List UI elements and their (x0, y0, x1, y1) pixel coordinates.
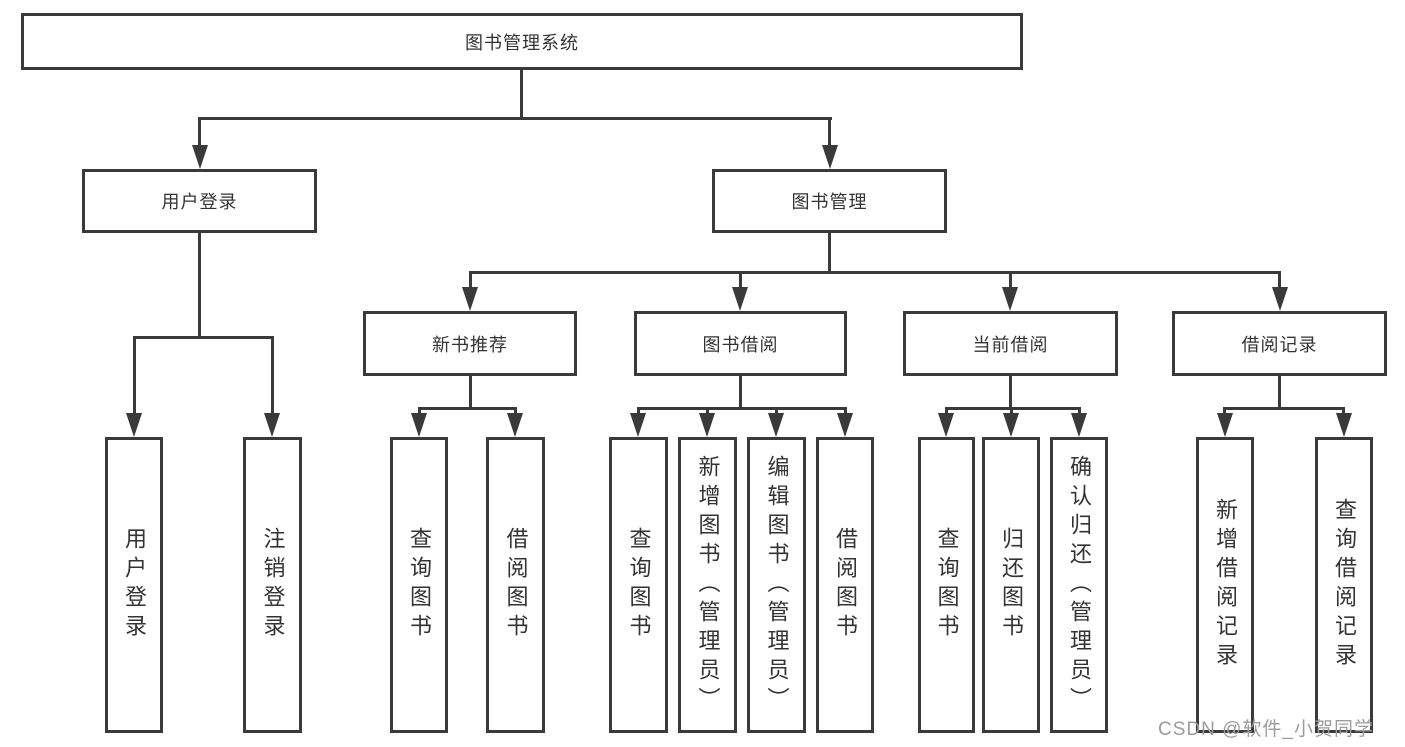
node-root: 图书管理系统 (21, 13, 1023, 70)
arrow-down-icon (768, 413, 784, 437)
connector-userlogin-stub (198, 233, 201, 338)
arrow-down-icon (411, 413, 427, 437)
arrow-down-icon (264, 413, 280, 437)
connector-current-leaf1 (945, 407, 948, 418)
connector-userlogin-hline (133, 336, 274, 339)
connector-bookmgmt-hline (469, 271, 1281, 274)
connector-newbook-leaf1 (418, 407, 421, 418)
leaf-edit-books-admin-label: 编辑图书（管理员） (764, 454, 790, 716)
connector-borrow-hline (637, 407, 846, 410)
connector-root-stub (520, 70, 523, 119)
arrow-down-icon (507, 413, 523, 437)
connector-newbook-leaf2 (514, 407, 517, 418)
arrow-down-icon (1217, 413, 1233, 437)
node-new-book-recommendation-label: 新书推荐 (432, 334, 508, 355)
leaf-logout-login-label: 注销登录 (260, 527, 286, 643)
leaf-borrow-books-recommend: 借阅图书 (486, 437, 545, 733)
connector-newbook-hline (418, 407, 517, 410)
arrow-down-icon (938, 413, 954, 437)
node-new-book-recommendation: 新书推荐 (363, 311, 577, 376)
connector-records-hline (1223, 407, 1345, 410)
arrow-down-icon (822, 145, 838, 169)
watermark: CSDN @软件_小贺同学 (1158, 719, 1374, 740)
node-borrowing-records: 借阅记录 (1172, 311, 1387, 376)
arrow-down-icon (699, 413, 715, 437)
connector-borrow-leaf2 (706, 407, 709, 418)
connector-userlogin-leaf2 (271, 336, 274, 418)
arrow-down-icon (126, 413, 142, 437)
leaf-query-books-borrow: 查询图书 (609, 437, 668, 733)
connector-newbook-stub (469, 376, 472, 409)
connector-root-hline (198, 117, 832, 120)
arrow-down-icon (630, 413, 646, 437)
arrow-down-icon (1003, 413, 1019, 437)
leaf-return-books: 归还图书 (982, 437, 1040, 733)
node-root-label: 图书管理系统 (465, 32, 579, 53)
leaf-borrow-books-borrow-label: 借阅图书 (833, 527, 858, 643)
arrow-down-icon (192, 145, 208, 169)
node-current-borrowing: 当前借阅 (903, 311, 1118, 376)
leaf-borrow-books-borrow: 借阅图书 (816, 437, 874, 733)
leaf-add-borrow-record-label: 新增借阅记录 (1213, 498, 1238, 672)
arrow-down-icon (1272, 287, 1288, 311)
arrow-down-icon (732, 287, 748, 311)
connector-bookmgmt-records (1278, 271, 1281, 292)
leaf-add-borrow-record: 新增借阅记录 (1196, 437, 1254, 733)
node-user-login-label: 用户登录 (161, 192, 238, 212)
connector-current-stub (1009, 376, 1012, 409)
connector-bookmgmt-stub (828, 233, 831, 273)
arrow-down-icon (837, 413, 853, 437)
leaf-borrow-books-recommend-label: 借阅图书 (503, 527, 529, 643)
connector-borrow-stub (739, 376, 742, 409)
leaf-query-borrow-record: 查询借阅记录 (1315, 437, 1373, 733)
leaf-logout-login: 注销登录 (243, 437, 302, 733)
leaf-return-books-label: 归还图书 (999, 527, 1024, 643)
leaf-query-books-recommend: 查询图书 (390, 437, 448, 733)
node-book-borrowing-label: 图书借阅 (702, 334, 779, 355)
connector-bookmgmt-newbook (469, 271, 472, 292)
connector-userlogin-leaf1 (133, 336, 136, 418)
leaf-query-books-borrow-label: 查询图书 (626, 527, 652, 643)
node-user-login: 用户登录 (82, 169, 317, 233)
arrow-down-icon (1336, 413, 1352, 437)
arrow-down-icon (1002, 287, 1018, 311)
leaf-user-login-label: 用户登录 (122, 527, 147, 643)
arrow-down-icon (1071, 413, 1087, 437)
leaf-query-borrow-record-label: 查询借阅记录 (1332, 498, 1357, 672)
connector-root-userlogin (198, 117, 201, 150)
leaf-add-books-admin-label: 新增图书（管理员） (695, 454, 721, 716)
connector-borrow-leaf4 (844, 407, 847, 418)
node-current-borrowing-label: 当前借阅 (972, 334, 1049, 355)
connector-records-leaf2 (1342, 407, 1345, 418)
connector-records-stub (1278, 376, 1281, 409)
arrow-down-icon (462, 287, 478, 311)
leaf-confirm-return-admin-label: 确认归还（管理员） (1067, 454, 1092, 716)
node-book-management: 图书管理 (712, 169, 947, 233)
leaf-user-login: 用户登录 (105, 437, 163, 733)
connector-current-leaf3 (1078, 407, 1081, 418)
node-borrowing-records-label: 借阅记录 (1241, 334, 1318, 355)
leaf-query-books-current: 查询图书 (918, 437, 975, 733)
connector-borrow-leaf1 (637, 407, 640, 418)
leaf-confirm-return-admin: 确认归还（管理员） (1050, 437, 1108, 733)
leaf-add-books-admin: 新增图书（管理员） (678, 437, 737, 733)
connector-current-leaf2 (1010, 407, 1013, 418)
connector-bookmgmt-current (1009, 271, 1012, 292)
connector-bookmgmt-borrow (739, 271, 742, 292)
connector-borrow-leaf3 (775, 407, 778, 418)
connector-root-bookmgmt (828, 117, 831, 150)
connector-records-leaf1 (1223, 407, 1226, 418)
leaf-edit-books-admin: 编辑图书（管理员） (747, 437, 806, 733)
leaf-query-books-current-label: 查询图书 (934, 527, 960, 643)
node-book-management-label: 图书管理 (791, 192, 868, 212)
node-book-borrowing: 图书借阅 (634, 311, 847, 376)
leaf-query-books-recommend-label: 查询图书 (407, 527, 432, 643)
